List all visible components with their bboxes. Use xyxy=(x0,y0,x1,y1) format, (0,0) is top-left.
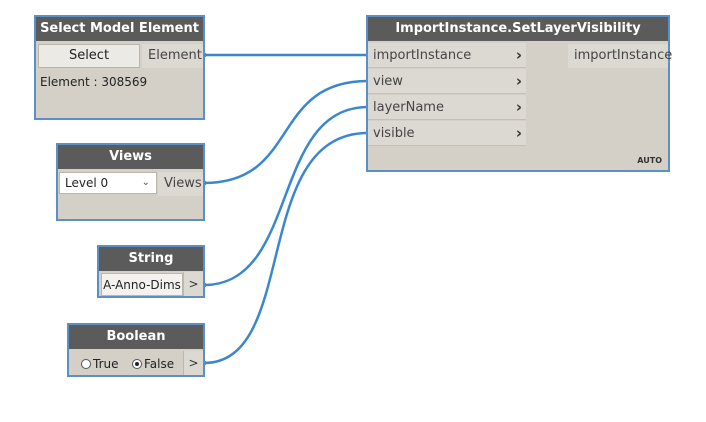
element-output-port[interactable]: Element xyxy=(142,44,203,68)
radio-checked-icon xyxy=(132,359,142,369)
node-title: String xyxy=(99,247,203,271)
radio-unchecked-icon xyxy=(81,359,91,369)
input-port-label: view xyxy=(373,74,403,89)
chevron-right-icon: › xyxy=(515,46,522,64)
input-port-view[interactable]: view › xyxy=(368,69,526,94)
node-title: ImportInstance.SetLayerVisibility xyxy=(368,17,668,41)
chevron-right-icon: › xyxy=(515,98,522,116)
string-node[interactable]: String A-Anno-Dims > xyxy=(97,245,205,298)
wire-string-to-layername[interactable] xyxy=(203,105,369,287)
views-output-port[interactable]: Views xyxy=(158,172,203,196)
radio-true[interactable]: True xyxy=(81,355,119,373)
chevron-down-icon: ⌄ xyxy=(141,177,150,188)
input-port-label: visible xyxy=(373,126,415,141)
radio-false-label: False xyxy=(144,357,175,371)
select-model-element-node[interactable]: Select Model Element Select Element Elem… xyxy=(34,15,205,120)
radio-false[interactable]: False xyxy=(132,355,174,373)
string-output-port[interactable]: > xyxy=(183,272,203,296)
input-port-layername[interactable]: layerName › xyxy=(368,95,526,120)
views-node[interactable]: Views Level 0 ⌄ Views xyxy=(56,143,205,221)
importinstance-output-port[interactable]: importInstance xyxy=(568,44,672,68)
input-port-visible[interactable]: visible › xyxy=(368,121,526,146)
input-port-label: layerName xyxy=(373,100,444,115)
wire-views-to-view[interactable] xyxy=(203,79,369,185)
wire-boolean-to-visible[interactable] xyxy=(203,131,369,365)
chevron-right-icon: › xyxy=(515,124,522,142)
input-port-label: importInstance xyxy=(373,48,472,63)
string-value-input[interactable]: A-Anno-Dims xyxy=(101,273,183,296)
select-button[interactable]: Select xyxy=(38,44,140,68)
element-id-info: Element : 308569 xyxy=(40,75,148,89)
input-port-importinstance[interactable]: importInstance › xyxy=(368,43,526,68)
boolean-node[interactable]: Boolean True False > xyxy=(67,323,205,377)
chevron-right-icon: › xyxy=(515,72,522,90)
boolean-output-port[interactable]: > xyxy=(183,351,203,375)
set-layer-visibility-node[interactable]: ImportInstance.SetLayerVisibility import… xyxy=(366,15,672,172)
radio-true-label: True xyxy=(93,357,119,371)
view-dropdown[interactable]: Level 0 ⌄ xyxy=(59,172,157,194)
node-title: Select Model Element xyxy=(36,17,203,41)
dropdown-selected-value: Level 0 xyxy=(65,176,109,190)
node-title: Views xyxy=(58,145,203,169)
lacing-indicator[interactable]: AUTO xyxy=(637,156,662,165)
node-title: Boolean xyxy=(69,325,203,349)
